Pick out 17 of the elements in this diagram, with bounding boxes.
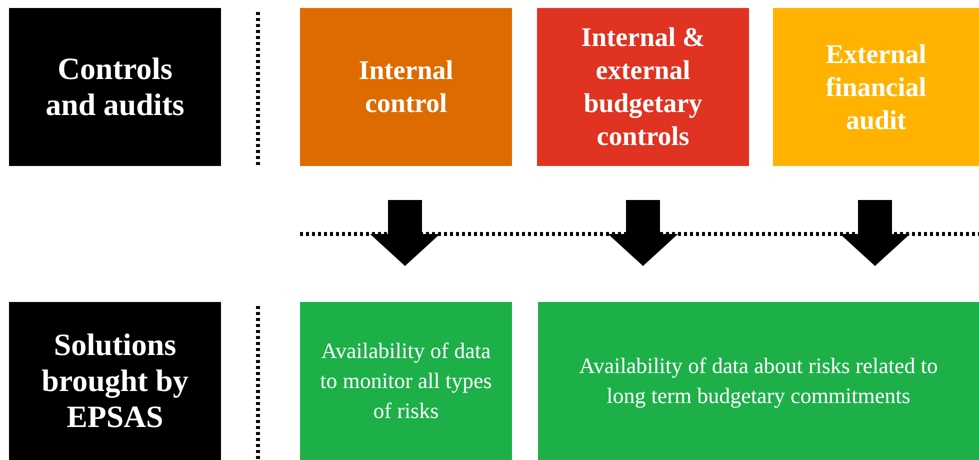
box-label: Internal control bbox=[358, 54, 454, 120]
box-label: Availability of data about risks related to long term budgetary commitments bbox=[578, 352, 939, 410]
block-arrow bbox=[840, 200, 910, 266]
box-label: Controls and audits bbox=[44, 51, 186, 123]
title-box bbox=[9, 302, 221, 460]
control-box bbox=[773, 8, 979, 166]
title-box bbox=[9, 8, 221, 166]
control-box bbox=[537, 8, 749, 166]
block-arrow bbox=[608, 200, 678, 266]
box-label: Solutions brought by EPSAS bbox=[40, 327, 190, 435]
box-label: Availability of data to monitor all types of risks bbox=[319, 337, 493, 425]
block-arrow bbox=[370, 200, 440, 266]
control-box bbox=[300, 8, 512, 166]
solution-box bbox=[538, 302, 979, 460]
box-label: Internal & external budgetary controls bbox=[580, 21, 706, 153]
box-label: External financial audit bbox=[824, 38, 928, 136]
solution-box bbox=[300, 302, 512, 460]
